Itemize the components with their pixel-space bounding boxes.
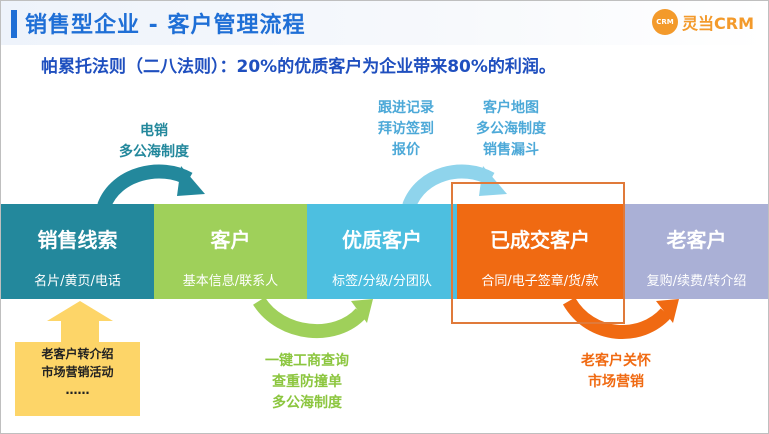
note-to-customer: 电销 多公海制度 [109, 121, 199, 163]
lead-sources-box: 老客户转介绍 市场营销活动 …… [15, 342, 140, 416]
stage-name: 客户 [210, 228, 251, 252]
note-follow-up: 跟进记录 拜访签到 报价 [363, 98, 449, 161]
note-old-customer: 老客户关怀 市场营销 [567, 351, 665, 393]
source-line: 老客户转介绍 [41, 347, 114, 361]
note-line: 多公海制度 [272, 395, 342, 411]
note-line: 老客户关怀 [581, 353, 651, 369]
stage-name: 老客户 [666, 228, 727, 252]
closed-customer-highlight [451, 182, 625, 324]
stage-detail: 标签/分级/分团队 [332, 274, 432, 289]
note-line: 一键工商查询 [265, 353, 349, 369]
note-line: 跟进记录 [378, 100, 434, 116]
stage-detail: 名片/黄页/电话 [34, 274, 121, 289]
arrow-quality-to-deal [402, 164, 495, 209]
arrowhead-leads-to-customer [177, 166, 205, 196]
source-arrow-shaft [61, 319, 99, 345]
stage-old-customer[interactable]: 老客户 复购/续费/转介绍 [623, 204, 768, 299]
source-arrowhead [47, 301, 113, 321]
note-line: 报价 [392, 142, 420, 158]
stage-closed-customer[interactable]: 已成交客户 合同/电子签章/货/款 [457, 204, 623, 299]
stage-name: 优质客户 [342, 228, 422, 252]
logo-mark-icon: CRM [652, 9, 678, 35]
note-line: 销售漏斗 [483, 142, 539, 158]
note-line: 电销 [140, 123, 168, 139]
note-line: 拜访签到 [378, 121, 434, 137]
logo-text: 灵当CRM [682, 14, 754, 33]
arrow-deal-to-old [562, 297, 672, 339]
page-title: 销售型企业 - 客户管理流程 [25, 13, 306, 38]
source-line: 市场营销活动 [41, 365, 114, 379]
note-line: 多公海制度 [476, 121, 546, 137]
arrowhead-customer-to-quality [351, 299, 373, 323]
arrowhead-deal-to-old [656, 299, 679, 323]
note-line: 客户地图 [483, 100, 539, 116]
source-line: …… [65, 383, 90, 397]
note-customer-map: 客户地图 多公海制度 销售漏斗 [459, 98, 563, 161]
note-business-check: 一键工商查询 查重防撞单 多公海制度 [251, 351, 363, 414]
subtitle: 帕累托法则（二八法则）：20%的优质客户为企业带来80%的利润。 [41, 57, 556, 77]
title-accent-bar [11, 10, 17, 38]
stage-quality-customer[interactable]: 优质客户 标签/分级/分团队 [307, 204, 457, 299]
header-bar: 销售型企业 - 客户管理流程 CRM 灵当CRM [1, 1, 768, 45]
crm-logo: CRM 灵当CRM [652, 9, 754, 35]
stage-detail: 基本信息/联系人 [182, 274, 279, 289]
arrow-customer-to-quality [253, 296, 367, 339]
stage-sales-leads[interactable]: 销售线索 名片/黄页/电话 [1, 204, 154, 299]
note-line: 多公海制度 [119, 144, 189, 160]
arrowhead-quality-to-deal [479, 166, 507, 196]
stage-name: 已成交客户 [490, 228, 590, 252]
arrow-leads-to-customer [97, 164, 193, 209]
stage-detail: 复购/续费/转介绍 [646, 274, 747, 289]
note-line: 查重防撞单 [272, 374, 342, 390]
stage-detail: 合同/电子签章/货/款 [481, 274, 599, 289]
stage-name: 销售线索 [37, 228, 118, 252]
note-line: 市场营销 [588, 374, 644, 390]
stage-customer[interactable]: 客户 基本信息/联系人 [154, 204, 307, 299]
